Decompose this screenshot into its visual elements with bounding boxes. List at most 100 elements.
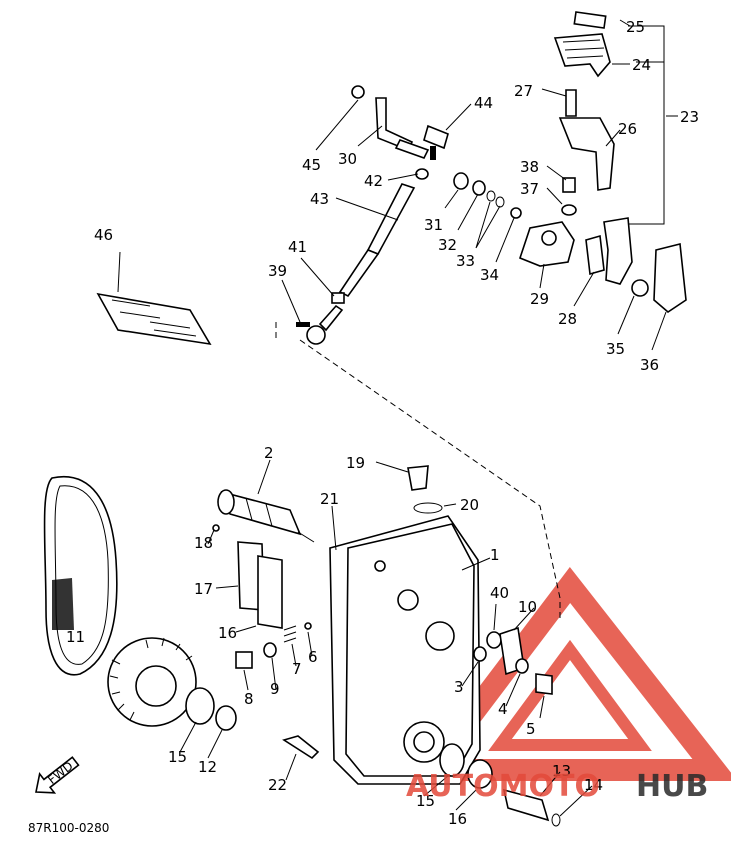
watermark-word-2: HUB — [636, 769, 708, 804]
watermark-logo — [407, 566, 731, 781]
part-14-clip — [551, 813, 561, 827]
part-32-washer — [453, 172, 469, 190]
part-31-shaft — [394, 139, 430, 159]
part-15-seal-right — [439, 743, 465, 777]
callout-42: 41 — [288, 238, 307, 256]
part-34-clip-b — [495, 196, 505, 208]
part-1-plug — [374, 560, 386, 572]
callout-44: 43 — [310, 190, 329, 208]
callout-36: 35 — [606, 340, 625, 358]
watermark-word-1: AUTOMOTO — [406, 769, 600, 804]
reference-code: 87R100-0280 — [28, 821, 109, 835]
callout-37: 36 — [640, 356, 659, 374]
part-21-o-ring — [413, 502, 443, 514]
bracket-24-top — [628, 25, 665, 62]
callout-15-left: 15 — [168, 748, 187, 766]
part-39-bolt — [562, 177, 576, 193]
part-3-washer — [473, 646, 487, 662]
part-1-boss-b — [425, 621, 455, 651]
callout-30: 29 — [530, 290, 549, 308]
callout-18: 17 — [194, 580, 213, 598]
callout-1: 1 — [490, 546, 500, 564]
part-28-bolt — [565, 89, 577, 117]
part-5-bolt — [535, 673, 553, 695]
part-40-rod-end — [306, 325, 326, 345]
part-45-pin — [430, 146, 436, 160]
callout-6: 6 — [308, 648, 318, 666]
part-11-chain-links — [52, 578, 74, 630]
part-20-breather — [407, 465, 429, 491]
callout-35: 34 — [480, 266, 499, 284]
part-2-shaft — [297, 531, 315, 543]
callout-13: 13 — [552, 762, 571, 780]
callout-27: 26 — [618, 120, 637, 138]
callout-10: 10 — [518, 598, 537, 616]
fwd-arrow: FWD — [35, 756, 80, 794]
part-17-plate — [257, 555, 283, 629]
part-1-boss-a — [397, 589, 419, 611]
callout-3: 3 — [454, 678, 464, 696]
callout-24: 23 — [680, 108, 699, 126]
callout-7: 7 — [292, 660, 302, 678]
callout-32: 31 — [424, 216, 443, 234]
callout-11: 11 — [66, 628, 85, 646]
callout-33: 32 — [438, 236, 457, 254]
part-30-hole — [541, 230, 557, 246]
callout-29: 28 — [558, 310, 577, 328]
part-27-pedal-arm — [558, 117, 615, 191]
part-33-washer — [472, 180, 486, 196]
callout-22: 21 — [320, 490, 339, 508]
part-45-joint — [423, 124, 449, 150]
callout-46: 45 — [302, 156, 321, 174]
part-2-drum-end — [217, 489, 235, 515]
part-46-nut — [351, 85, 365, 99]
part-24-arm — [603, 217, 633, 285]
assembly-line — [275, 322, 561, 620]
part-37-lever — [653, 243, 687, 314]
part-31-shift-arm — [375, 97, 414, 152]
callout-41: 40 — [490, 584, 509, 602]
part-11-chain-inner — [54, 485, 109, 665]
part-47-decal — [96, 292, 212, 346]
part-36-nut — [631, 279, 649, 297]
bracket-24 — [628, 61, 665, 225]
part-41-washer — [486, 631, 502, 649]
callout-8: 8 — [244, 690, 254, 708]
callout-20: 19 — [346, 454, 365, 472]
part-7-spring — [283, 625, 297, 643]
callout-12: 12 — [198, 758, 217, 776]
callout-45: 44 — [474, 94, 493, 112]
part-1-bore-inner — [413, 731, 435, 753]
callout-19: 18 — [194, 534, 213, 552]
callout-47: 46 — [94, 226, 113, 244]
callout-5: 5 — [526, 720, 536, 738]
part-26-cap — [573, 11, 607, 29]
part-29-plate — [585, 234, 605, 276]
part-19-pin — [212, 524, 220, 532]
part-38-washer — [561, 204, 577, 216]
callout-14: 14 — [584, 776, 603, 794]
part-44-rod — [366, 183, 416, 256]
callout-23: 22 — [268, 776, 287, 794]
callout-21: 20 — [460, 496, 479, 514]
callout-9: 9 — [270, 680, 280, 698]
callout-4: 4 — [498, 700, 508, 718]
part-25-ribs — [562, 39, 605, 59]
part-4-washer — [515, 658, 529, 674]
part-23-bolt — [282, 735, 320, 760]
leader-lines — [117, 19, 678, 817]
callout-25: 24 — [632, 56, 651, 74]
callout-38: 37 — [520, 180, 539, 198]
part-25-pedal — [553, 33, 611, 78]
part-40-bolt — [296, 322, 310, 327]
part-35-washer — [510, 207, 522, 219]
part-6-ball — [304, 622, 312, 630]
part-16-collar — [467, 759, 493, 789]
part-15-bearing-left — [185, 687, 215, 725]
part-40-stem — [318, 304, 344, 332]
callout-15-right: 15 — [416, 792, 435, 810]
part-42-nut — [331, 292, 345, 304]
callout-40: 39 — [268, 262, 287, 280]
callout-labels: 25 24 23 27 26 38 37 44 30 45 42 43 31 3… — [66, 18, 699, 828]
